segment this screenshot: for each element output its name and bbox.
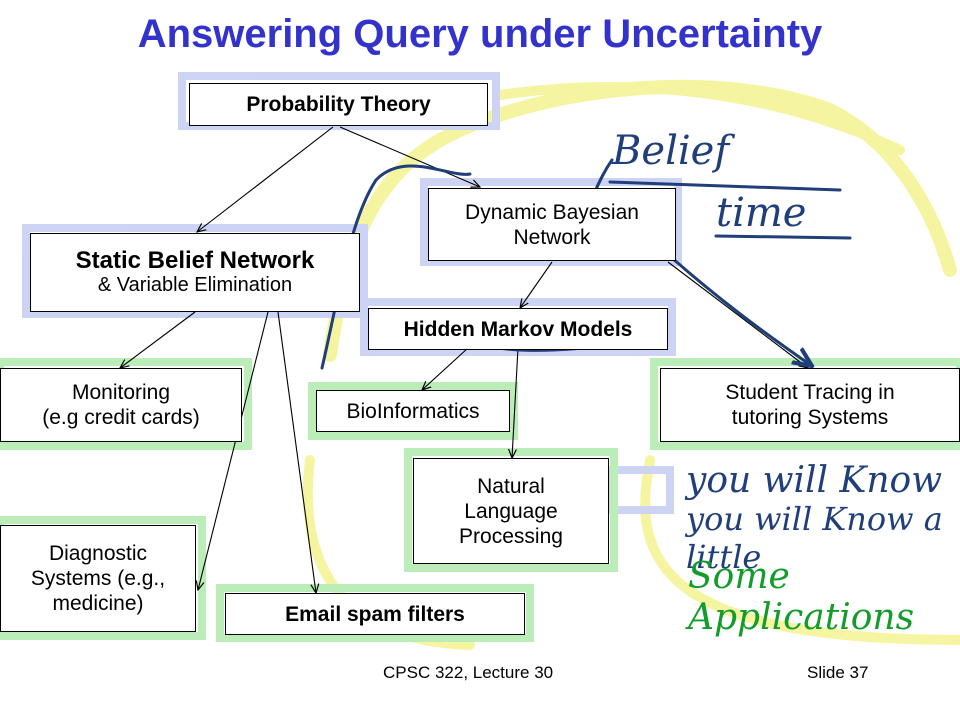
node-email-spam-filters: Email spam filters	[225, 593, 525, 635]
node-static-belief-network: Static Belief Network & Variable Elimina…	[30, 233, 360, 312]
node-nlp-line-1: Natural	[477, 474, 545, 498]
yellow-highlight-right	[640, 455, 960, 645]
node-dbn-line-1: Dynamic Bayesian	[465, 200, 639, 224]
node-nlp-line-2: Language	[464, 499, 558, 523]
node-monitoring-line-2: (e.g credit cards)	[42, 406, 200, 429]
arrow-hmm-to-bio	[422, 347, 469, 390]
node-diagnostic-line-3: medicine)	[52, 592, 144, 615]
arrow-static-to-diagnostic	[198, 311, 269, 590]
arrow-static-to-email	[277, 311, 316, 593]
green-highlight-diagnostic	[0, 516, 206, 640]
green-highlight-email	[216, 584, 534, 642]
handwritten-legend-know-little: you will Know a little	[686, 500, 943, 576]
node-diagnostic-line-1: Diagnostic	[48, 542, 148, 565]
node-probability-theory: Probability Theory	[189, 83, 488, 126]
footer-course: CPSC 322, Lecture 30	[383, 663, 554, 682]
node-email-label: Email spam filters	[285, 602, 465, 626]
node-dynamic-bayesian-network: Dynamic Bayesian Network	[428, 188, 676, 261]
handwritten-belief: Belief	[612, 128, 730, 174]
arrow-probability-to-dbn	[339, 126, 480, 187]
blue-highlight-dbn	[420, 178, 682, 266]
node-dbn-line-2: Network	[513, 225, 591, 249]
handwritten-legend-applications: Some Applications	[688, 556, 915, 638]
footer-slide-number: Slide 37	[807, 663, 869, 682]
arrow-probability-to-static	[197, 126, 334, 232]
blue-highlight-probability	[178, 72, 500, 130]
node-probability-theory-label: Probability Theory	[246, 93, 431, 116]
node-hidden-markov-models: Hidden Markov Models	[368, 308, 668, 350]
handwritten-legend-know: you will Know	[686, 460, 943, 501]
node-student-line-1: Student Tracing in	[725, 381, 895, 404]
arrow-dbn-to-hmm	[520, 261, 553, 308]
yellow-highlight-top	[495, 82, 905, 155]
ink-time-underline	[714, 234, 852, 240]
node-monitoring-line-1: Monitoring	[71, 381, 171, 404]
blue-highlight-static	[22, 224, 368, 318]
node-bioinformatics: BioInformatics	[316, 390, 510, 432]
ink-belief-underline	[608, 180, 842, 192]
node-hmm-label: Hidden Markov Models	[403, 317, 633, 341]
node-static-line-1: Static Belief Network	[75, 246, 315, 274]
green-highlight-bio	[308, 382, 518, 440]
node-nlp-line-3: Processing	[459, 524, 563, 548]
node-bio-label: BioInformatics	[346, 399, 480, 423]
node-static-line-2: & Variable Elimination	[97, 273, 293, 296]
ink-student-stroke	[670, 256, 812, 366]
node-natural-language-processing: Natural Language Processing	[413, 458, 609, 564]
node-student-line-2: tutoring Systems	[731, 406, 889, 429]
arrow-dbn-to-student	[667, 261, 808, 368]
node-diagnostic-systems: Diagnostic Systems (e.g., medicine)	[0, 525, 196, 632]
arrow-static-to-monitoring	[120, 311, 196, 368]
handwritten-time: time	[716, 190, 807, 236]
node-monitoring: Monitoring (e.g credit cards)	[0, 368, 242, 442]
node-diagnostic-line-2: Systems (e.g.,	[30, 567, 166, 590]
arrow-hmm-to-nlp	[512, 347, 519, 458]
node-student-tracing: Student Tracing in tutoring Systems	[660, 368, 960, 442]
slide-title: Answering Query under Uncertainty	[137, 12, 823, 56]
